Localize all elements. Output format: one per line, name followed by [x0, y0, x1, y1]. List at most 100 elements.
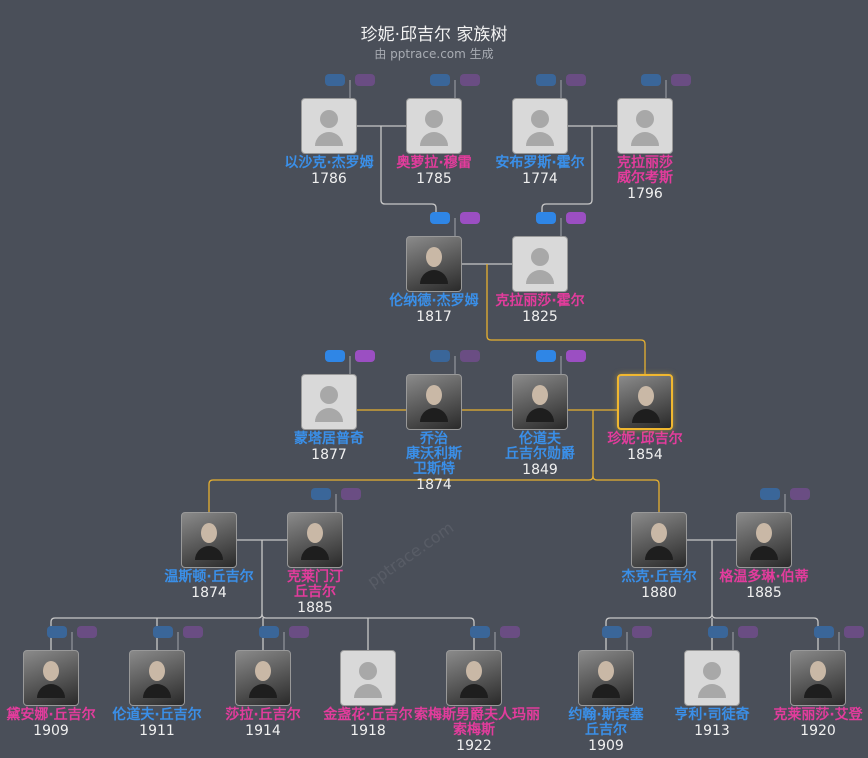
expand-mother-button[interactable]: [790, 488, 810, 500]
person-name[interactable]: 索梅斯男爵夫人玛丽: [414, 707, 540, 723]
person-photo[interactable]: [631, 512, 687, 568]
expand-father-button[interactable]: [536, 212, 556, 224]
person-name[interactable]: 亨利·司徒奇: [674, 707, 750, 723]
person-name[interactable]: 克拉丽莎: [617, 155, 673, 171]
avatar-placeholder-icon[interactable]: [340, 650, 396, 706]
expand-father-button[interactable]: [760, 488, 780, 500]
person-photo[interactable]: [287, 512, 343, 568]
expand-mother-button[interactable]: [183, 626, 203, 638]
expand-father-button[interactable]: [814, 626, 834, 638]
person-name[interactable]: 卫斯特: [413, 461, 455, 477]
expand-mother-button[interactable]: [844, 626, 864, 638]
expand-father-button[interactable]: [153, 626, 173, 638]
avatar-placeholder-icon[interactable]: [512, 98, 568, 154]
person-name[interactable]: 蒙塔居普奇: [294, 431, 364, 447]
person-photo[interactable]: [617, 374, 673, 430]
expand-father-button[interactable]: [641, 74, 661, 86]
person-photo[interactable]: [406, 236, 462, 292]
expand-father-button[interactable]: [311, 488, 331, 500]
person-name[interactable]: 康沃利斯: [406, 446, 462, 462]
person-name[interactable]: 丘吉尔: [585, 722, 627, 738]
avatar-placeholder-icon[interactable]: [301, 374, 357, 430]
expand-mother-button[interactable]: [500, 626, 520, 638]
person-name[interactable]: 黛安娜·丘吉尔: [6, 707, 96, 723]
person-name[interactable]: 约翰·斯宾塞: [568, 707, 644, 723]
expand-father-button[interactable]: [325, 350, 345, 362]
person-name[interactable]: 莎拉·丘吉尔: [225, 707, 301, 723]
expand-mother-button[interactable]: [460, 350, 480, 362]
person-name[interactable]: 伦纳德·杰罗姆: [389, 293, 479, 309]
expand-mother-button[interactable]: [671, 74, 691, 86]
person-name[interactable]: 克莱丽莎·艾登: [773, 707, 863, 723]
person-name[interactable]: 克莱门汀: [287, 569, 343, 585]
person-name[interactable]: 温斯顿·丘吉尔: [164, 569, 254, 585]
expand-mother-button[interactable]: [632, 626, 652, 638]
avatar-placeholder-icon[interactable]: [301, 98, 357, 154]
person-name[interactable]: 金盏花·丘吉尔: [323, 707, 413, 723]
expand-mother-button[interactable]: [355, 74, 375, 86]
person-photo[interactable]: [446, 650, 502, 706]
expand-mother-button[interactable]: [566, 350, 586, 362]
person-name[interactable]: 珍妮·邱吉尔: [607, 431, 683, 447]
person-photo[interactable]: [512, 374, 568, 430]
person-photo[interactable]: [23, 650, 79, 706]
avatar-placeholder-icon[interactable]: [684, 650, 740, 706]
person-name[interactable]: 索梅斯: [453, 722, 495, 738]
expand-father-button[interactable]: [430, 350, 450, 362]
person-name[interactable]: 杰克·丘吉尔: [621, 569, 697, 585]
expand-mother-button[interactable]: [738, 626, 758, 638]
expand-mother-button[interactable]: [460, 212, 480, 224]
avatar-placeholder-icon[interactable]: [406, 98, 462, 154]
person-name[interactable]: 丘吉尔勋爵: [505, 446, 575, 462]
expand-mother-button[interactable]: [566, 212, 586, 224]
avatar-placeholder-icon[interactable]: [617, 98, 673, 154]
person-name[interactable]: 以沙克·杰罗姆: [284, 155, 374, 171]
expand-mother-button[interactable]: [341, 488, 361, 500]
expand-father-button[interactable]: [536, 350, 556, 362]
expand-father-button[interactable]: [430, 74, 450, 86]
person-name[interactable]: 奥萝拉·穆雷: [396, 155, 472, 171]
expand-father-button[interactable]: [430, 212, 450, 224]
expand-mother-button[interactable]: [355, 350, 375, 362]
person-name[interactable]: 伦道夫·丘吉尔: [112, 707, 202, 723]
person-photo[interactable]: [736, 512, 792, 568]
expand-father-button[interactable]: [325, 74, 345, 86]
expand-mother-button[interactable]: [289, 626, 309, 638]
person-name[interactable]: 威尔考斯: [617, 170, 673, 186]
person-photo[interactable]: [790, 650, 846, 706]
avatar-placeholder-icon[interactable]: [512, 236, 568, 292]
expand-father-button[interactable]: [47, 626, 67, 638]
expand-father-button[interactable]: [602, 626, 622, 638]
person-name[interactable]: 乔治: [420, 431, 448, 447]
expand-father-button[interactable]: [536, 74, 556, 86]
person-photo[interactable]: [129, 650, 185, 706]
person-name[interactable]: 伦道夫: [519, 431, 561, 447]
person-name[interactable]: 丘吉尔: [294, 584, 336, 600]
person-name[interactable]: 克拉丽莎·霍尔: [495, 293, 585, 309]
expand-mother-button[interactable]: [77, 626, 97, 638]
person-name[interactable]: 安布罗斯·霍尔: [495, 155, 585, 171]
expand-father-button[interactable]: [708, 626, 728, 638]
person-photo[interactable]: [578, 650, 634, 706]
expand-mother-button[interactable]: [460, 74, 480, 86]
expand-mother-button[interactable]: [566, 74, 586, 86]
expand-father-button[interactable]: [259, 626, 279, 638]
